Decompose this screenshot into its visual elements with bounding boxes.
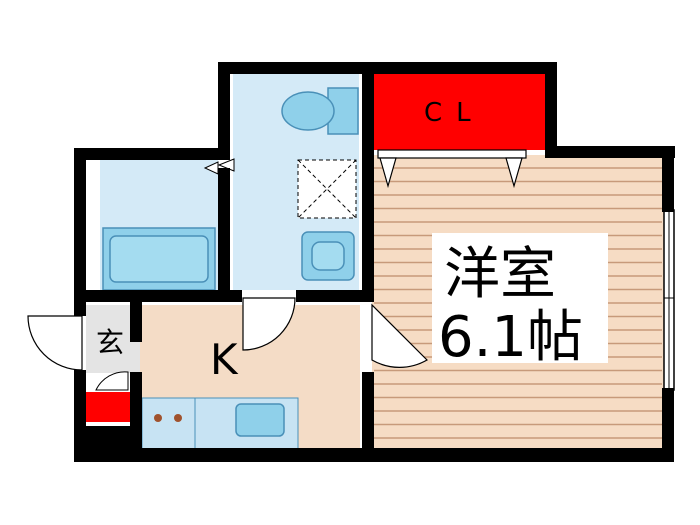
closet-door-track bbox=[377, 149, 527, 159]
closet-label: CL bbox=[424, 98, 485, 128]
fridge-space bbox=[86, 392, 136, 422]
closet-door-left bbox=[379, 157, 397, 189]
entrance-label: 玄 bbox=[96, 326, 124, 359]
walls bbox=[74, 62, 675, 462]
western-room: 洋室 6.1帖 bbox=[372, 155, 675, 455]
closet-door-right bbox=[505, 157, 523, 189]
kitchen-sink bbox=[235, 403, 285, 437]
laundry-space bbox=[297, 159, 357, 219]
closet-fill bbox=[372, 72, 547, 150]
kitchen-door-swing bbox=[242, 297, 296, 351]
room-door-swing bbox=[371, 303, 428, 368]
front-door-swing bbox=[27, 315, 83, 371]
room-label-box bbox=[432, 233, 608, 363]
western-room-size: 6.1帖 bbox=[438, 305, 583, 370]
stove-burner-left bbox=[154, 414, 162, 422]
bathtub-inner bbox=[109, 235, 209, 283]
kitchen: K bbox=[140, 297, 360, 455]
western-room-name: 洋室 bbox=[444, 242, 556, 307]
closet: CL bbox=[372, 72, 547, 189]
toilet-room bbox=[217, 72, 359, 290]
stove-burner-right bbox=[174, 414, 182, 422]
wash-basin-bowl bbox=[311, 241, 345, 271]
toilet-bowl bbox=[281, 91, 335, 131]
bathroom bbox=[100, 150, 219, 293]
kitchen-label: K bbox=[210, 335, 239, 384]
entrance-step-swing bbox=[95, 371, 129, 391]
